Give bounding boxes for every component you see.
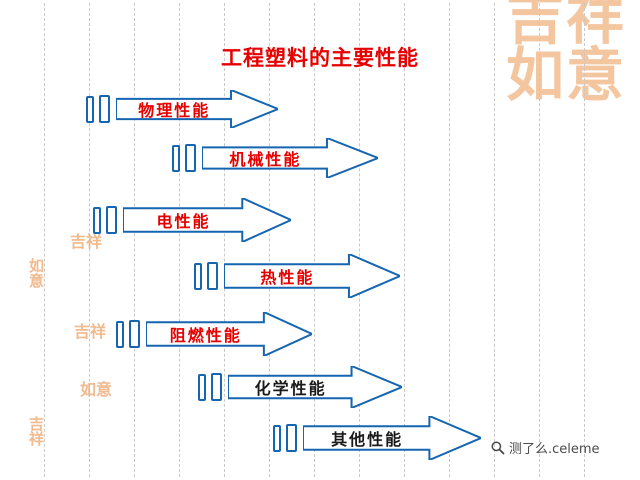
prefix-bar-icon <box>99 95 110 123</box>
right-arrow-icon <box>228 366 402 408</box>
arrow-label: 物理性能 <box>138 101 211 120</box>
seal-stamp: 如意 <box>27 258 45 288</box>
arrow-row-mechanical: 机械性能 <box>172 138 378 178</box>
arrow-label: 阻燃性能 <box>169 326 242 345</box>
right-arrow-icon <box>123 198 291 242</box>
dashed-grid-line <box>44 3 45 477</box>
slide-title: 工程塑料的主要性能 <box>221 46 419 70</box>
arrow-label: 热性能 <box>260 268 315 287</box>
prefix-bar-icon <box>194 262 202 290</box>
prefix-bar-icon <box>116 320 124 348</box>
prefix-bar-icon <box>198 373 206 401</box>
seal-stamp: 如意 <box>80 380 113 399</box>
arrow-label: 机械性能 <box>229 150 302 169</box>
dashed-grid-line <box>449 3 450 477</box>
prefix-bar-icon <box>106 206 117 234</box>
prefix-bar-icon <box>207 262 218 290</box>
arrow-row-thermal: 热性能 <box>194 254 400 298</box>
arrow-row-electrical: 电性能 <box>93 198 291 242</box>
right-arrow-icon <box>146 312 312 356</box>
arrow-row-other: 其他性能 <box>273 416 481 460</box>
arrow-label: 化学性能 <box>254 379 327 398</box>
arrow-row-flame-retardant: 阻燃性能 <box>116 312 312 356</box>
arrow-label: 其他性能 <box>331 430 404 449</box>
dashed-grid-line <box>404 3 405 477</box>
magnifier-icon <box>491 441 505 455</box>
arrow-label: 电性能 <box>156 212 211 231</box>
right-arrow-icon <box>224 254 400 298</box>
right-arrow-icon <box>116 90 278 128</box>
prefix-bar-icon <box>286 424 297 452</box>
seal-stamp: 吉祥 <box>74 322 107 341</box>
seal-stamp: 吉祥 <box>70 232 103 251</box>
right-arrow-icon <box>303 416 481 460</box>
prefix-bar-icon <box>93 206 101 234</box>
footer-brand-text: 测了么.celeme <box>509 442 600 457</box>
arrow-row-physical: 物理性能 <box>86 90 278 128</box>
arrow-row-chemical: 化学性能 <box>198 366 402 408</box>
right-arrow-icon <box>202 138 378 178</box>
prefix-bar-icon <box>86 95 94 123</box>
prefix-bar-icon <box>172 144 180 172</box>
corner-seal-watermark: 吉祥 如意 <box>488 0 640 104</box>
prefix-bar-icon <box>129 320 140 348</box>
prefix-bar-icon <box>185 144 196 172</box>
corner-seal-line2: 如意 <box>505 40 626 109</box>
footer-brand: 测了么.celeme <box>490 438 600 457</box>
prefix-bar-icon <box>273 424 281 452</box>
seal-stamp: 吉祥 <box>27 416 45 446</box>
corner-seal-line1: 吉祥 <box>505 0 626 52</box>
prefix-bar-icon <box>211 373 222 401</box>
